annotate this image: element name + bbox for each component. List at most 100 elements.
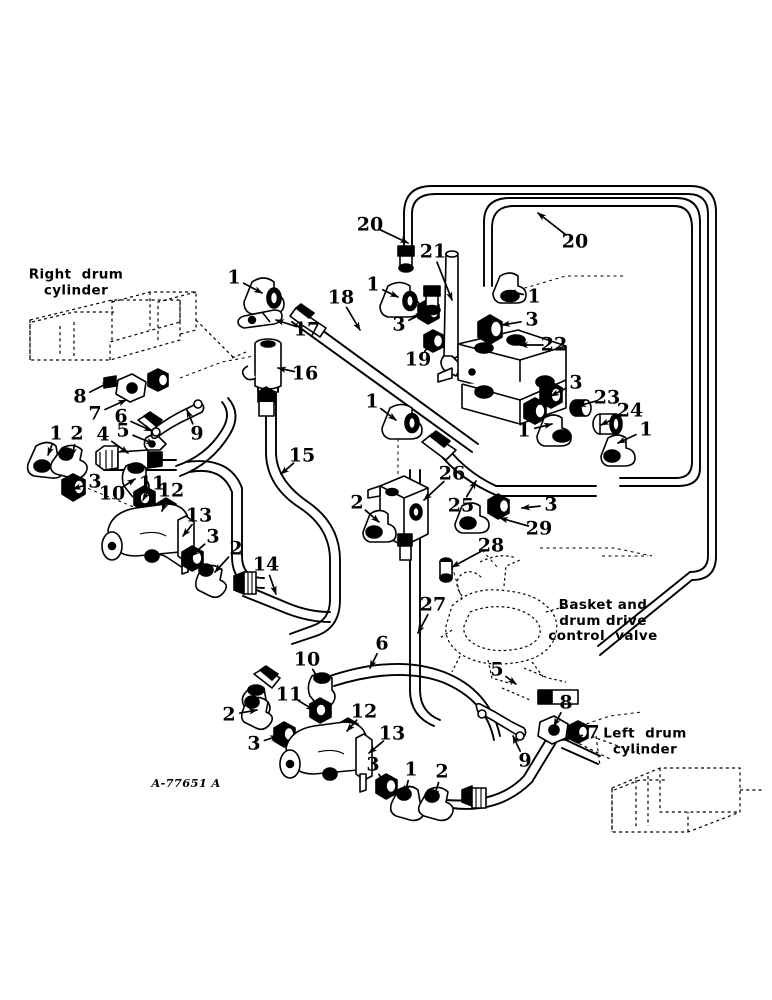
assembly-label-basket-drum-drive-control-valve: Basket and drum drive control valve: [548, 596, 658, 644]
leader-line-1: [47, 443, 54, 456]
leader-line-23: [577, 400, 598, 407]
leader-line-3: [72, 483, 86, 490]
leader-line-12: [161, 500, 169, 512]
callout-number-18: 18: [327, 286, 355, 309]
leader-line-16: [277, 366, 296, 373]
leader-line-14: [268, 574, 277, 595]
leader-line-28: [451, 550, 483, 568]
callout-number-20: 20: [356, 213, 384, 236]
callout-number-17: 17: [293, 318, 321, 341]
callout-number-1: 1: [404, 758, 418, 781]
hex-nut: [375, 773, 398, 800]
callout-number-1: 1: [366, 273, 380, 296]
callout-number-3: 3: [525, 308, 539, 331]
callout-number-12: 12: [350, 700, 378, 723]
callout-number-20: 20: [561, 230, 589, 253]
callout-number-5: 5: [116, 419, 130, 442]
pipe-coupling: [233, 571, 257, 595]
assembly-label-left-drum-cylinder: Left drum cylinder: [603, 725, 687, 757]
leader-line-2: [364, 509, 380, 523]
callout-number-1: 1: [227, 266, 241, 289]
callout-number-21: 21: [419, 240, 447, 263]
master-cylinder-body: [101, 503, 195, 575]
assembly-label-right-drum-cylinder: Right drum cylinder: [28, 266, 124, 298]
callout-number-27: 27: [419, 593, 447, 616]
leader-line-8: [88, 381, 111, 393]
callout-number-4: 4: [96, 423, 110, 446]
leader-line-26: [423, 480, 445, 501]
pipe-coupling: [95, 445, 163, 471]
leader-line-2: [238, 708, 258, 715]
callout-number-29: 29: [525, 517, 553, 540]
elbow-fitting: [536, 414, 572, 447]
hex-nut: [487, 493, 510, 520]
callout-number-1: 1: [49, 422, 63, 445]
callout-number-13: 13: [185, 504, 213, 527]
callout-number-12: 12: [157, 479, 185, 502]
callout-number-3: 3: [206, 525, 220, 548]
elbow-fitting: [381, 403, 423, 440]
callout-number-10: 10: [98, 482, 126, 505]
elbow-fitting: [49, 444, 88, 480]
callout-number-7: 7: [586, 721, 600, 744]
leader-line-10: [120, 478, 136, 489]
callout-number-16: 16: [291, 362, 319, 385]
right-drum-cylinder-phantom: [29, 291, 247, 361]
leader-line-20: [537, 212, 568, 237]
hose-coupling: [461, 785, 487, 809]
hose-coupling: [537, 689, 579, 705]
leader-line-3: [501, 320, 522, 327]
callout-number-3: 3: [366, 753, 380, 776]
callout-number-10: 10: [293, 648, 321, 671]
leader-line-3: [521, 503, 541, 511]
callout-number-1: 1: [517, 419, 531, 442]
callout-number-1: 1: [527, 285, 541, 308]
leader-line-3: [190, 543, 206, 557]
elbow-fitting: [379, 281, 421, 318]
leader-line-3: [263, 735, 279, 742]
callout-number-25: 25: [447, 494, 475, 517]
fittings-layer: [26, 245, 636, 822]
callout-number-2: 2: [70, 422, 84, 445]
leader-line-1: [617, 433, 637, 444]
hex-nut: [477, 314, 503, 345]
leader-line-29: [499, 517, 530, 527]
leader-line-6: [130, 420, 153, 432]
leader-line-3: [550, 387, 568, 397]
leader-line-1: [403, 779, 411, 794]
leader-line-1: [242, 282, 263, 294]
leader-line-13: [182, 523, 193, 537]
callout-number-26: 26: [438, 462, 466, 485]
callout-number-9: 9: [190, 422, 204, 445]
leader-line-11: [142, 491, 150, 501]
callout-number-1: 1: [365, 390, 379, 413]
elbow-fitting: [454, 502, 490, 534]
callout-number-24: 24: [616, 399, 644, 422]
hose-coupling: [253, 665, 281, 689]
callout-number-2: 2: [222, 703, 236, 726]
hose-coupling: [397, 245, 415, 273]
leader-line-24: [600, 414, 621, 426]
callout-number-3: 3: [392, 313, 406, 336]
leader-line-7: [561, 734, 584, 742]
callout-number-13: 13: [378, 722, 406, 745]
leader-line-20: [379, 228, 409, 244]
leader-line-25: [465, 480, 477, 498]
callout-number-5: 5: [490, 658, 504, 681]
callout-number-3: 3: [247, 732, 261, 755]
callout-number-15: 15: [288, 444, 316, 467]
leader-line-2: [70, 443, 77, 457]
basket-drum-drive-control-valve-phantom: [439, 555, 567, 701]
elbow-fitting: [600, 434, 636, 467]
link-rod: [475, 702, 527, 741]
callout-number-3: 3: [544, 493, 558, 516]
callout-number-2: 2: [435, 760, 449, 783]
callout-number-8: 8: [559, 691, 573, 714]
hose-coupling: [397, 533, 413, 561]
leader-line-15: [280, 462, 295, 475]
leader-line-9: [512, 735, 522, 752]
callout-number-2: 2: [350, 491, 364, 514]
leader-line-18: [345, 306, 361, 331]
callout-number-28: 28: [477, 534, 505, 557]
leader-line-8: [553, 711, 562, 727]
